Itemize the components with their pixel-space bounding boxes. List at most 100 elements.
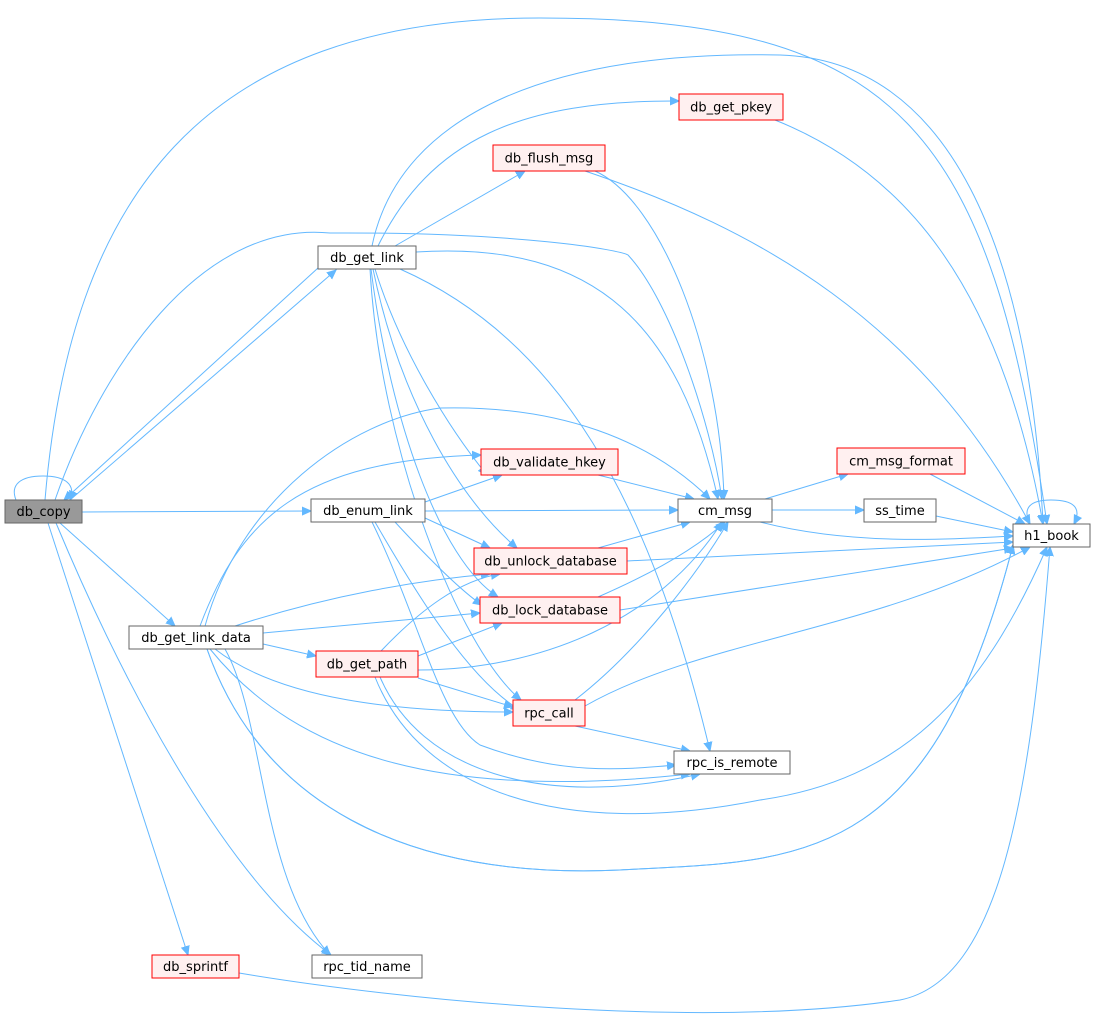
edge-db_get_link_data-to-cm_msg (204, 407, 710, 627)
node-rpc-tid-name[interactable]: rpc_tid_name (311, 954, 423, 979)
edge-db_sprintf-to-h1_book (238, 547, 1050, 1013)
edge-db_enum_link-to-rpc_call (374, 521, 520, 710)
node-label: db_copy (16, 505, 70, 520)
edge-ss_time-to-h1_book (935, 515, 1013, 532)
node-label: db_enum_link (323, 504, 413, 519)
node-label: rpc_is_remote (687, 756, 778, 771)
node-label: db_validate_hkey (493, 456, 606, 471)
edge-db_enum_link-to-db_unlock_database (424, 517, 490, 548)
edge-db_get_link_data-to-rpc_call (214, 648, 513, 712)
edge-db_get_path-to-rpc_call (417, 677, 513, 707)
edge-db_copy-to-db_copy (13, 475, 71, 500)
edge-db_copy-to-h1_book (44, 17, 1047, 524)
edge-db_get_link-to-db_validate_hkey (374, 268, 487, 475)
edge-db_get_link_data-to-db_unlock_database (234, 574, 490, 627)
edge-db_get_link-to-h1_book (371, 54, 1043, 524)
node-label: cm_msg_format (849, 455, 953, 470)
node-box (678, 93, 784, 121)
node-box (673, 750, 791, 775)
edge-rpc_call-to-h1_book (584, 547, 1030, 707)
edge-layer (13, 17, 1077, 1013)
node-db-get-path[interactable]: db_get_path (315, 650, 419, 678)
edge-db_get_link_data-to-rpc_is_remote (209, 648, 690, 783)
edge-db_get_link_data-to-h1_book (206, 545, 1013, 872)
edge-db_get_link-to-db_copy (64, 267, 319, 500)
edge-db_flush_msg-to-cm_msg (594, 170, 724, 499)
node-db-enum-link[interactable]: db_enum_link (310, 498, 426, 523)
edge-db_get_link-to-db_unlock_database (372, 268, 517, 548)
node-h1-book[interactable]: h1_book (1012, 523, 1091, 548)
node-label: db_get_pkey (690, 101, 772, 116)
edge-db_get_link-to-rpc_call (369, 268, 521, 700)
edge-db_flush_msg-to-h1_book (584, 170, 1030, 524)
node-db-sprintf[interactable]: db_sprintf (151, 954, 240, 979)
node-label: ss_time (875, 504, 924, 519)
node-box (836, 447, 966, 475)
node-db-copy: db_copy (4, 499, 83, 524)
edge-db_copy-to-db_enum_link (81, 511, 311, 512)
node-rpc-is-remote[interactable]: rpc_is_remote (673, 750, 791, 775)
node-box (4, 499, 83, 524)
node-cm-msg[interactable]: cm_msg (677, 498, 773, 523)
node-label: rpc_call (524, 707, 574, 722)
edge-db_copy-to-rpc_tid_name (55, 522, 331, 955)
node-box (151, 954, 240, 979)
edge-db_lock_database-to-h1_book (619, 548, 1013, 611)
edge-db_get_path-to-db_lock_database (417, 623, 502, 657)
node-label: rpc_tid_name (323, 960, 411, 975)
edge-db_get_pkey-to-h1_book (774, 119, 1043, 524)
edge-db_get_link_data-to-h1_book (206, 545, 1013, 872)
edge-rpc_call-to-cm_msg (574, 522, 728, 701)
edge-db_get_link-to-db_lock_database (370, 268, 498, 597)
edge-db_enum_link-to-rpc_is_remote (371, 521, 676, 769)
node-box (317, 245, 417, 270)
node-cm-msg-format[interactable]: cm_msg_format (836, 447, 966, 475)
edge-db_get_link-to-db_flush_msg (394, 171, 525, 247)
node-rpc-call[interactable]: rpc_call (512, 699, 586, 727)
node-box (480, 448, 619, 476)
edge-db_get_link_data-to-db_validate_hkey (199, 455, 481, 627)
node-box (863, 498, 937, 523)
edge-db_get_link-to-rpc_is_remote (399, 268, 710, 751)
node-box (311, 954, 423, 979)
edge-db_get_path-to-rpc_is_remote (379, 676, 700, 788)
node-db-get-link[interactable]: db_get_link (317, 245, 417, 270)
edge-cm_msg_format-to-h1_book (929, 473, 1025, 524)
node-db-validate-hkey[interactable]: db_validate_hkey (480, 448, 619, 476)
edge-db_get_link-to-cm_msg (415, 250, 718, 499)
node-db-get-pkey[interactable]: db_get_pkey (678, 93, 784, 121)
node-ss-time[interactable]: ss_time (863, 498, 937, 523)
edge-db_enum_link-to-db_validate_hkey (424, 475, 502, 503)
edge-db_get_path-to-cm_msg (417, 522, 722, 671)
node-db-lock-database[interactable]: db_lock_database (479, 596, 621, 624)
edge-db_unlock_database-to-h1_book (626, 542, 1013, 562)
edge-cm_msg-to-h1_book (759, 521, 1013, 539)
edge-h1_book-to-h1_book (1026, 499, 1077, 524)
node-box (310, 498, 426, 523)
node-label: h1_book (1024, 529, 1079, 544)
node-label: db_get_link_data (141, 631, 251, 646)
node-label: db_lock_database (492, 604, 608, 619)
edge-db_validate_hkey-to-cm_msg (597, 474, 694, 499)
edge-db_get_link_data-to-db_get_path (262, 643, 316, 656)
node-label: db_get_path (327, 658, 407, 673)
node-label: cm_msg (698, 504, 752, 519)
node-db-unlock-database[interactable]: db_unlock_database (473, 547, 628, 575)
node-layer: db_copy db_get_link db_enum_link db_get_lin… (4, 93, 1091, 979)
edge-db_get_path-to-h1_book (374, 547, 1047, 815)
edge-db_get_path-to-db_unlock_database (380, 574, 500, 652)
edge-db_copy-to-cm_msg (54, 231, 722, 500)
node-db-get-link-data[interactable]: db_get_link_data (128, 625, 264, 650)
node-box (677, 498, 773, 523)
edge-db_copy-to-db_sprintf (47, 522, 188, 955)
node-db-flush-msg[interactable]: db_flush_msg (492, 144, 606, 172)
node-box (479, 596, 621, 624)
node-box (492, 144, 606, 172)
edge-db_get_link_data-to-db_lock_database (262, 613, 480, 634)
node-box (473, 547, 628, 575)
node-label: db_get_link (330, 251, 404, 266)
edge-cm_msg-to-cm_msg_format (764, 474, 848, 500)
edge-db_enum_link-to-db_lock_database (394, 521, 482, 605)
node-box (512, 699, 586, 727)
